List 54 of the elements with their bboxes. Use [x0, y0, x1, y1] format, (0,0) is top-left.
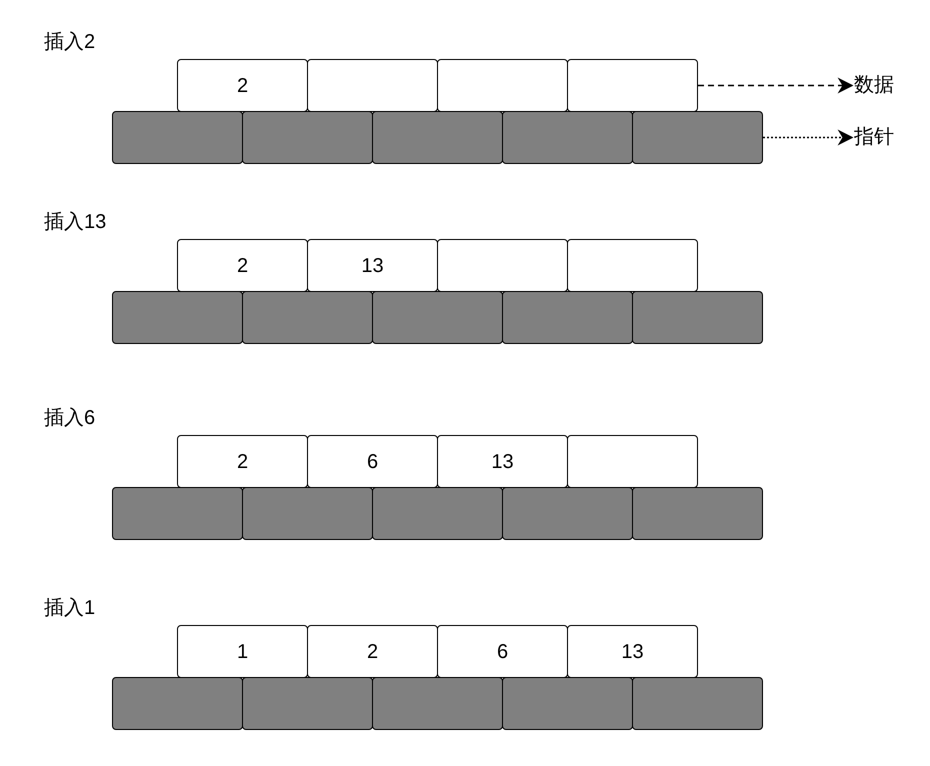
value-text: 13 [621, 640, 644, 664]
pointer-box [632, 111, 763, 164]
pointer-box [242, 291, 373, 344]
data-box [177, 625, 308, 678]
data-box [437, 239, 568, 292]
value-text: 2 [236, 254, 248, 278]
value-text: 13 [361, 254, 384, 278]
arrow [763, 130, 854, 146]
value-text: 13 [491, 450, 514, 474]
step-title: 插入13 [44, 210, 106, 235]
pointer-box [112, 677, 243, 730]
data-box [567, 239, 698, 292]
arrow [698, 78, 854, 94]
data-box [177, 435, 308, 488]
callout-text: 数据 [854, 72, 894, 98]
pointer-box [632, 487, 763, 540]
data-box [437, 625, 568, 678]
pointer-box [242, 677, 373, 730]
value-text: 2 [236, 450, 248, 474]
pointer-box [502, 291, 633, 344]
step-title: 插入6 [44, 406, 96, 431]
data-box [437, 59, 568, 112]
callout-text: 指针 [854, 124, 894, 150]
step-title: 插入2 [44, 30, 96, 55]
value-text: 6 [496, 640, 508, 664]
step-title: 插入1 [44, 596, 96, 621]
data-box [567, 625, 698, 678]
pointer-box [112, 487, 243, 540]
data-box [567, 435, 698, 488]
value-text: 6 [366, 450, 378, 474]
pointer-box [502, 487, 633, 540]
value-text: 2 [236, 74, 248, 98]
pointer-box [632, 291, 763, 344]
pointer-box [112, 111, 243, 164]
pointer-box [242, 111, 373, 164]
pointer-box [502, 677, 633, 730]
data-box [177, 59, 308, 112]
pointer-box [372, 487, 503, 540]
pointer-box [502, 111, 633, 164]
data-box [437, 435, 568, 488]
data-box [177, 239, 308, 292]
data-box [307, 625, 438, 678]
pointer-box [632, 677, 763, 730]
pointer-box [372, 111, 503, 164]
data-box [307, 435, 438, 488]
value-text: 2 [366, 640, 378, 664]
data-box [307, 59, 438, 112]
value-text: 1 [236, 640, 248, 664]
pointer-box [112, 291, 243, 344]
pointer-box [372, 291, 503, 344]
pointer-box [242, 487, 373, 540]
data-box [567, 59, 698, 112]
data-box [307, 239, 438, 292]
pointer-box [372, 677, 503, 730]
